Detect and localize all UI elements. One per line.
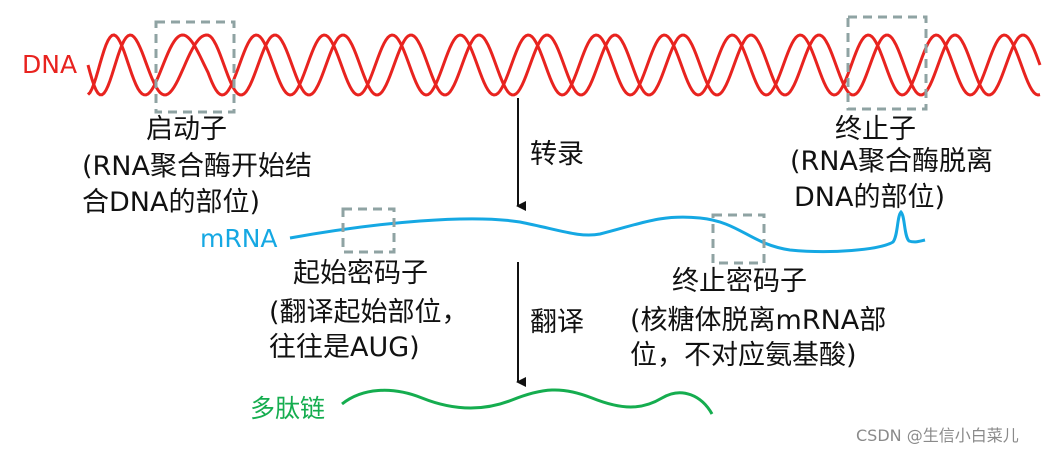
promoter-label-line2: (RNA聚合酶开始结 xyxy=(82,151,312,182)
start-codon-label-line3: 往往是AUG) xyxy=(269,332,420,363)
start-codon-box xyxy=(341,207,396,254)
translation-label: 翻译 xyxy=(530,307,584,338)
stop-codon-label-line2: (核糖体脱离mRNA部 xyxy=(630,305,887,336)
stop-codon-label-title: 终止密码子 xyxy=(672,266,807,297)
mrna-label: mRNA xyxy=(200,224,278,253)
dna-strand-a xyxy=(86,33,1042,97)
watermark: CSDN @生信小白菜儿 xyxy=(856,426,1019,445)
promoter-label-line3: 合DNA的部位) xyxy=(82,187,260,218)
polypeptide-chain xyxy=(341,388,714,415)
start-codon-label-line2: (翻译起始部位， xyxy=(269,297,469,328)
mrna-strand xyxy=(289,209,926,254)
stop-codon-label-line3: 位，不对应氨基酸) xyxy=(630,340,857,371)
transcription-label: 转录 xyxy=(530,139,584,170)
dna-strand-b xyxy=(86,33,1041,97)
promoter-box xyxy=(154,20,236,114)
terminator-label-line2: (RNA聚合酶脱离 xyxy=(790,146,993,177)
promoter-label-title: 启动子 xyxy=(146,114,227,145)
terminator-box xyxy=(846,15,928,111)
stop-codon-box xyxy=(711,213,766,265)
terminator-label-title: 终止子 xyxy=(835,114,916,145)
start-codon-label-title: 起始密码子 xyxy=(293,258,428,289)
terminator-label-line3: DNA的部位) xyxy=(794,182,945,213)
polypeptide-label: 多肽链 xyxy=(250,394,326,423)
dna-label: DNA xyxy=(22,50,78,79)
